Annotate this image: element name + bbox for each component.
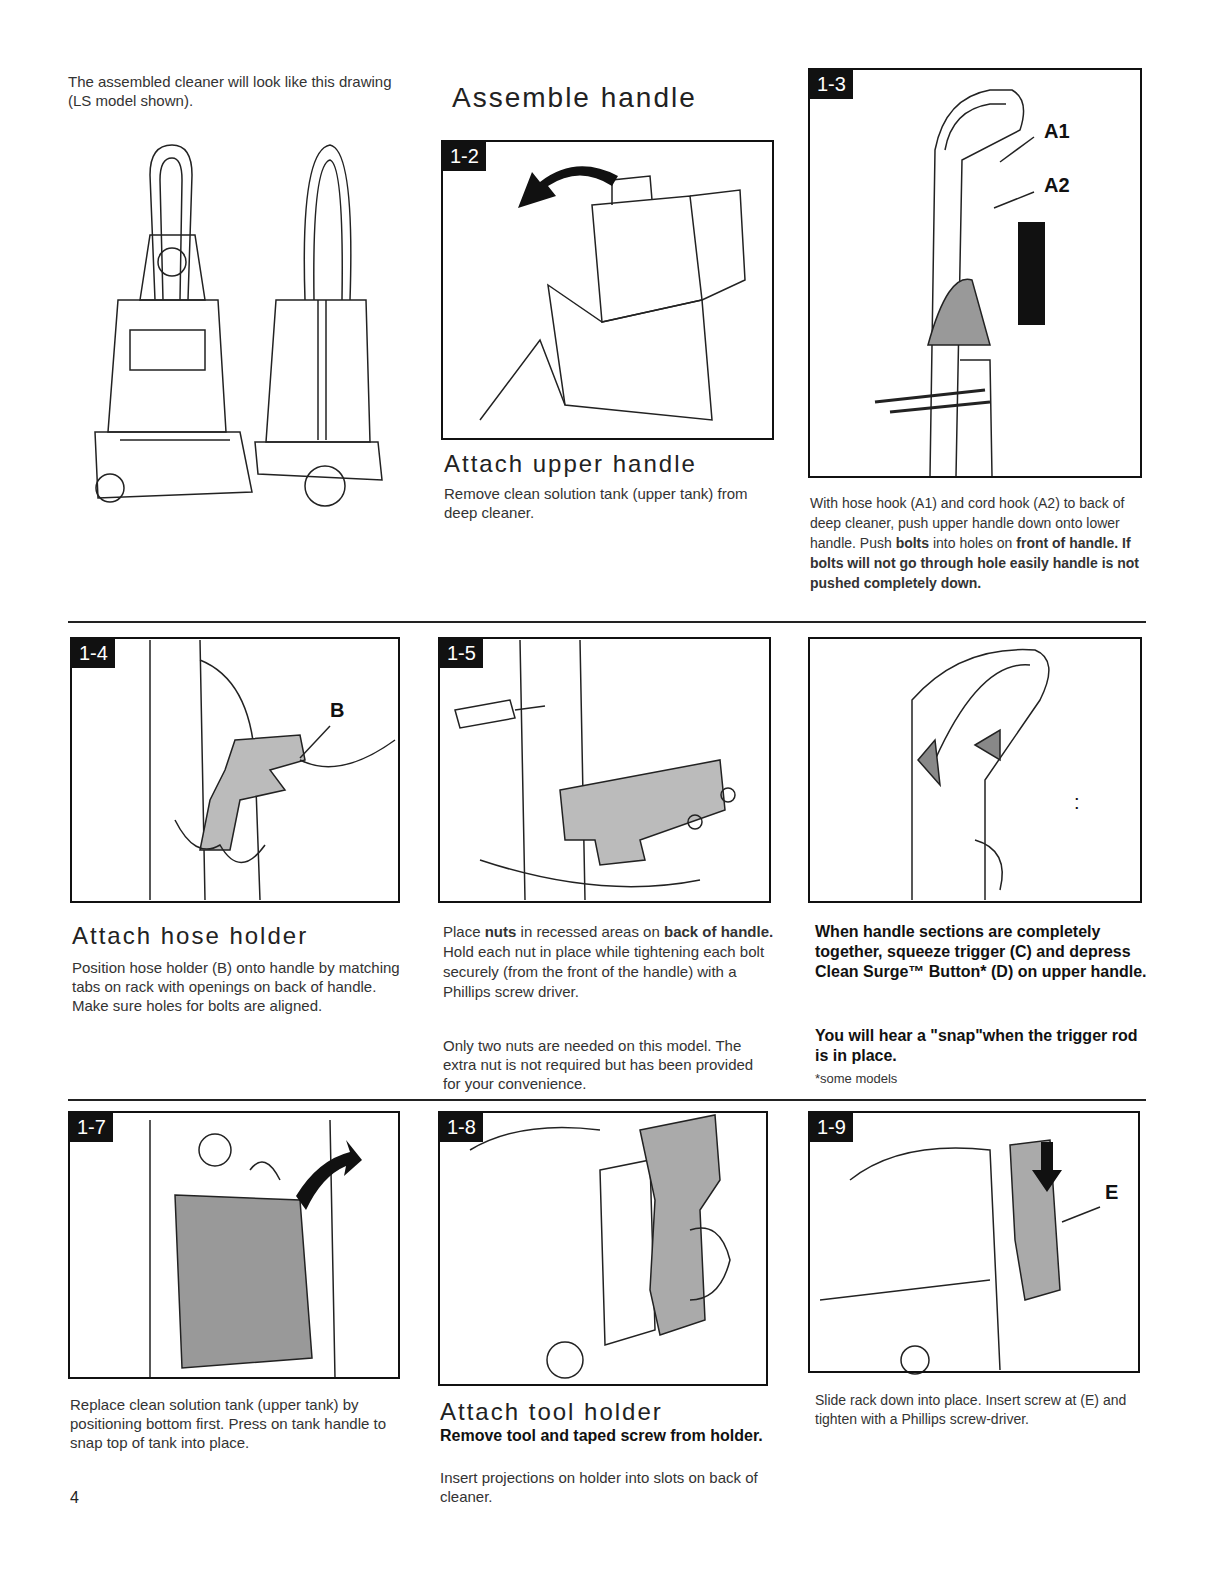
caption-text: Attach tool holder xyxy=(440,1398,663,1425)
step-number: 1-4 xyxy=(72,639,115,668)
text-block: Place nuts in recessed areas on back of … xyxy=(443,922,781,1002)
caption-text: back of handle. xyxy=(664,923,773,940)
screwdriver-nuts xyxy=(455,640,735,900)
text-block: Remove tool and taped screw from holder. xyxy=(440,1426,770,1446)
caption-text: Only two nuts are needed on this model. … xyxy=(443,1037,753,1092)
caption-text: Replace clean solution tank (upper tank)… xyxy=(70,1396,386,1451)
rack-slide xyxy=(820,1140,1100,1374)
cleaner-back xyxy=(255,145,382,506)
callout-letter: A1 xyxy=(1042,120,1072,143)
text-block: Position hose holder (B) onto handle by … xyxy=(72,958,402,1015)
text-block: Attach tool holder xyxy=(440,1398,770,1426)
text-block: 4 xyxy=(70,1488,110,1507)
callout-letter: : xyxy=(1072,791,1082,814)
caption-text: You will hear a "snap"when the trigger r… xyxy=(815,1027,1137,1064)
hose-holder-fit xyxy=(150,640,395,900)
leader-line xyxy=(1062,1207,1100,1222)
caption-text: Attach hose holder xyxy=(72,922,308,949)
caption-text: 4 xyxy=(70,1489,79,1506)
tank-replace xyxy=(150,1120,362,1378)
illustration-panel: 1-4B xyxy=(70,637,400,903)
caption-text: Position hose holder (B) onto handle by … xyxy=(72,959,400,1014)
illustration-panel: 1-8 xyxy=(438,1111,768,1386)
text-block: The assembled cleaner will look like thi… xyxy=(68,72,400,110)
caption-text: Place xyxy=(443,923,481,940)
callout-letter: A2 xyxy=(1042,174,1072,197)
step-number: 1-7 xyxy=(70,1113,113,1142)
caption-text: Remove tool and taped screw from holder. xyxy=(440,1427,763,1444)
caption-text: into holes on xyxy=(933,535,1012,551)
step-number: 1-8 xyxy=(440,1113,483,1142)
caption-text: in recessed areas on xyxy=(521,923,660,940)
illustration-panel: 1-5 xyxy=(438,637,771,903)
text-block: *some models xyxy=(815,1070,1115,1087)
illustration-panel: : xyxy=(808,637,1142,903)
illustration-panel: 1-7 xyxy=(68,1111,400,1379)
caption-text: Attach upper handle xyxy=(444,450,697,477)
caption-text: Slide rack down into place. Insert screw… xyxy=(815,1392,1126,1427)
divider xyxy=(68,621,1146,623)
caption-text: Hold each nut in place while tightening … xyxy=(443,943,764,1000)
caption-text: The assembled cleaner will look like thi… xyxy=(68,73,391,109)
text-block: Attach hose holder xyxy=(72,922,402,950)
leader-line xyxy=(994,192,1034,208)
step-number: 1-9 xyxy=(810,1113,853,1142)
text-block: Insert projections on holder into slots … xyxy=(440,1468,770,1506)
callout-letter: B xyxy=(328,699,346,722)
upper-handle xyxy=(912,650,1049,900)
illustration-panel: 1-9E xyxy=(808,1111,1140,1373)
step-number: 1-2 xyxy=(443,142,486,171)
tool-holder-fit xyxy=(470,1115,730,1378)
text-block: Assemble handle xyxy=(452,82,782,114)
caption-text: When handle sections are completely toge… xyxy=(815,923,1147,980)
caption-text: Insert projections on holder into slots … xyxy=(440,1469,758,1505)
text-block: Attach upper handle xyxy=(444,450,774,478)
caption-text: bolts xyxy=(896,535,929,551)
caption-text: Assemble handle xyxy=(452,82,697,113)
cleaner-front xyxy=(95,145,252,502)
illustration-panel: 1-3A1A2 xyxy=(808,68,1142,478)
step-number: 1-3 xyxy=(810,70,853,99)
caption-text: nuts xyxy=(485,923,517,940)
illustration-panel: 1-2 xyxy=(441,140,774,440)
text-block: Replace clean solution tank (upper tank)… xyxy=(70,1395,400,1452)
text-block: Slide rack down into place. Insert screw… xyxy=(815,1391,1145,1429)
text-block: Only two nuts are needed on this model. … xyxy=(443,1036,773,1093)
text-block: You will hear a "snap"when the trigger r… xyxy=(815,1026,1147,1066)
tank-removal xyxy=(480,166,745,420)
caption-text: Remove clean solution tank (upper tank) … xyxy=(444,485,747,521)
text-block: When handle sections are completely toge… xyxy=(815,922,1147,982)
leader-line xyxy=(1000,137,1034,162)
callout-letter: E xyxy=(1103,1181,1120,1204)
text-block: Remove clean solution tank (upper tank) … xyxy=(444,484,774,522)
divider xyxy=(68,1099,1146,1101)
step-number: 1-5 xyxy=(440,639,483,668)
text-block: With hose hook (A1) and cord hook (A2) t… xyxy=(810,493,1142,593)
leader-line xyxy=(300,726,330,758)
caption-text: *some models xyxy=(815,1071,897,1086)
handle-column xyxy=(875,90,1045,476)
